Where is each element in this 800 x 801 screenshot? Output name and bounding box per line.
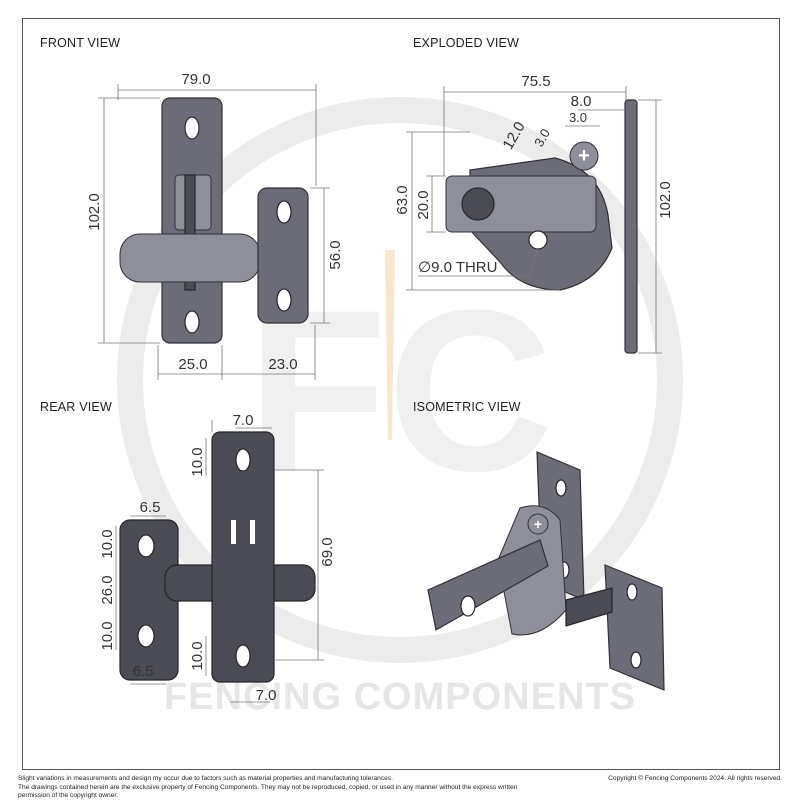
footer-disclaimer: Slight variations in measurements and de… xyxy=(18,775,538,801)
iso-keeper-plate xyxy=(604,564,665,691)
isometric-view-title: ISOMETRIC VIEW xyxy=(413,400,521,414)
iso-screw-icon: + xyxy=(534,516,542,532)
dim-exploded-thru: ∅9.0 THRU xyxy=(418,259,497,276)
drawing-sheet xyxy=(22,18,780,770)
dim-rear-left-h1: 10.0 xyxy=(99,529,116,558)
dim-rear-bottom-w2: 7.0 xyxy=(256,687,277,704)
front-keeper-plate xyxy=(257,187,309,324)
dim-exploded-d12: 12.0 xyxy=(499,119,528,153)
footer-line-2: The drawings contained herein are the ex… xyxy=(18,783,518,800)
dim-rear-top-w: 7.0 xyxy=(233,412,254,429)
front-plate-hole-bottom xyxy=(184,310,200,334)
rear-slot-right xyxy=(250,520,255,544)
watermark-accent xyxy=(385,250,395,440)
front-view-title: FRONT VIEW xyxy=(40,36,121,50)
iso-bolt xyxy=(427,539,549,631)
exploded-screw xyxy=(569,141,599,171)
isometric-view: + xyxy=(427,451,665,691)
dim-exploded-s2: 3.0 xyxy=(531,126,553,149)
rear-mount-plate xyxy=(211,431,275,683)
exploded-view-title: EXPLODED VIEW xyxy=(413,36,520,50)
dim-rear-left-h3: 10.0 xyxy=(99,621,116,650)
dim-front-width: 79.0 xyxy=(181,71,210,88)
iso-plate-hole-top xyxy=(555,479,567,497)
iso-screw xyxy=(527,513,549,535)
dim-rear-left-w: 6.5 xyxy=(140,499,161,516)
rear-keeper-hole-top xyxy=(137,534,155,558)
rear-keeper-hole-bottom xyxy=(137,624,155,648)
front-keeper-hole-top xyxy=(276,200,292,224)
exploded-screw-icon: + xyxy=(578,145,590,167)
rear-plate-hole-top xyxy=(235,448,251,472)
dim-exploded-slot: 3.0 xyxy=(569,110,587,125)
dim-rear-right-h: 69.0 xyxy=(319,537,336,566)
exploded-mount-plate xyxy=(624,99,638,354)
front-plate-hole-top xyxy=(184,116,200,140)
front-view: 79.0 102.0 56.0 25.0 23.0 xyxy=(86,71,344,380)
rear-plate-hole-bottom xyxy=(235,644,251,668)
dim-exploded-offset: 8.0 xyxy=(571,93,592,110)
iso-keeper-hole-bottom xyxy=(630,651,642,669)
dim-front-left: 25.0 xyxy=(178,356,207,373)
dim-exploded-plate: 102.0 xyxy=(657,181,674,219)
iso-keeper-hole-top xyxy=(626,583,638,601)
dim-rear-left-h2: 26.0 xyxy=(99,575,116,604)
dim-rear-bottom-w: 6.5 xyxy=(133,663,154,680)
dim-front-height: 102.0 xyxy=(86,193,103,231)
brand-watermark-text: FENCING COMPONENTS xyxy=(164,676,636,718)
rear-view: 7.0 10.0 69.0 6.5 10.0 26.0 10.0 6.5 10.… xyxy=(99,412,336,704)
dim-front-right: 23.0 xyxy=(268,356,297,373)
exploded-view: + 75.5 8.0 3.0 3.0 12.0 63.0 20.0 102.0 … xyxy=(394,73,674,354)
iso-keeper-arm xyxy=(565,587,613,627)
dim-rear-bottom-h: 10.0 xyxy=(189,641,206,670)
iso-bolt-hole xyxy=(460,595,476,617)
rear-slot-left xyxy=(231,520,236,544)
rear-view-title: REAR VIEW xyxy=(40,400,112,414)
footer-copyright: Copyright © Fencing Components 2024. All… xyxy=(608,775,782,782)
exploded-bolt-knob xyxy=(461,187,495,221)
dim-exploded-d20: 20.0 xyxy=(415,190,432,219)
front-keeper-hole-bottom xyxy=(276,288,292,312)
dim-exploded-width: 75.5 xyxy=(521,73,550,90)
front-latch-arm xyxy=(184,174,196,291)
exploded-thru-hole xyxy=(528,230,548,250)
footer-line-1: Slight variations in measurements and de… xyxy=(18,775,393,782)
dim-front-keeper-height: 56.0 xyxy=(327,240,344,269)
dim-exploded-height: 63.0 xyxy=(394,185,411,214)
dim-rear-top-h: 10.0 xyxy=(189,447,206,476)
front-bolt xyxy=(119,233,261,283)
